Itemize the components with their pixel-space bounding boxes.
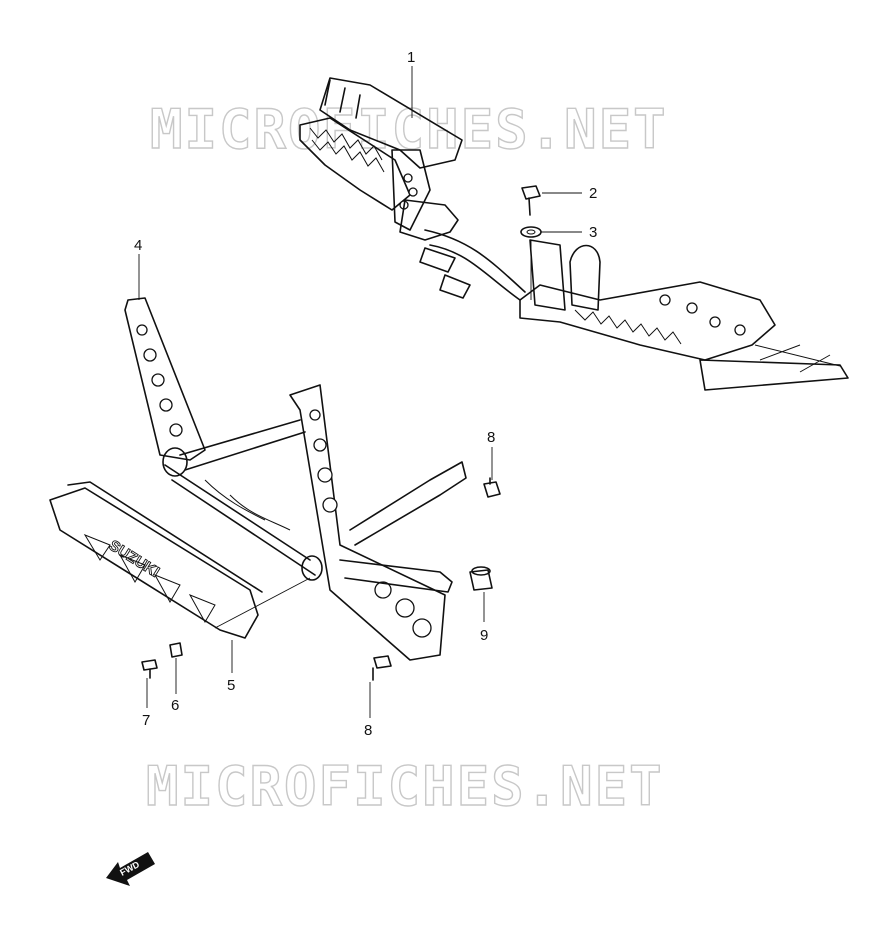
plug-part-9	[469, 566, 493, 591]
fwd-arrow-icon: FWD	[106, 852, 155, 886]
screw-part-7	[141, 659, 158, 679]
brand-lettering: SUZUKI	[106, 537, 162, 581]
callout-2: 2	[589, 185, 597, 202]
callout-7: 7	[142, 712, 150, 729]
callout-labels: 1 2 3 4 5 6 7 8 8 9	[134, 49, 597, 739]
washer-part-3	[520, 226, 542, 238]
callout-3: 3	[589, 224, 597, 241]
bolt-part-8-upper	[483, 477, 501, 498]
callout-8-lower: 8	[364, 722, 372, 739]
side-guard-part-5: SUZUKI	[49, 481, 263, 639]
callout-1: 1	[407, 49, 415, 66]
callout-4: 4	[134, 237, 142, 254]
callout-6: 6	[171, 697, 179, 714]
footrest-bracket-assembly	[299, 77, 849, 391]
watermark-bottom: MICROFICHES.NET	[146, 755, 664, 818]
callout-9: 9	[480, 627, 488, 644]
leader-lines	[138, 66, 582, 718]
footrest-frame-part-4	[124, 297, 467, 661]
callout-5: 5	[227, 677, 235, 694]
bolt-part-8-lower	[372, 655, 392, 681]
nut-part-6	[169, 642, 183, 658]
callout-8-upper: 8	[487, 429, 495, 446]
bolt-part-2	[521, 185, 541, 216]
